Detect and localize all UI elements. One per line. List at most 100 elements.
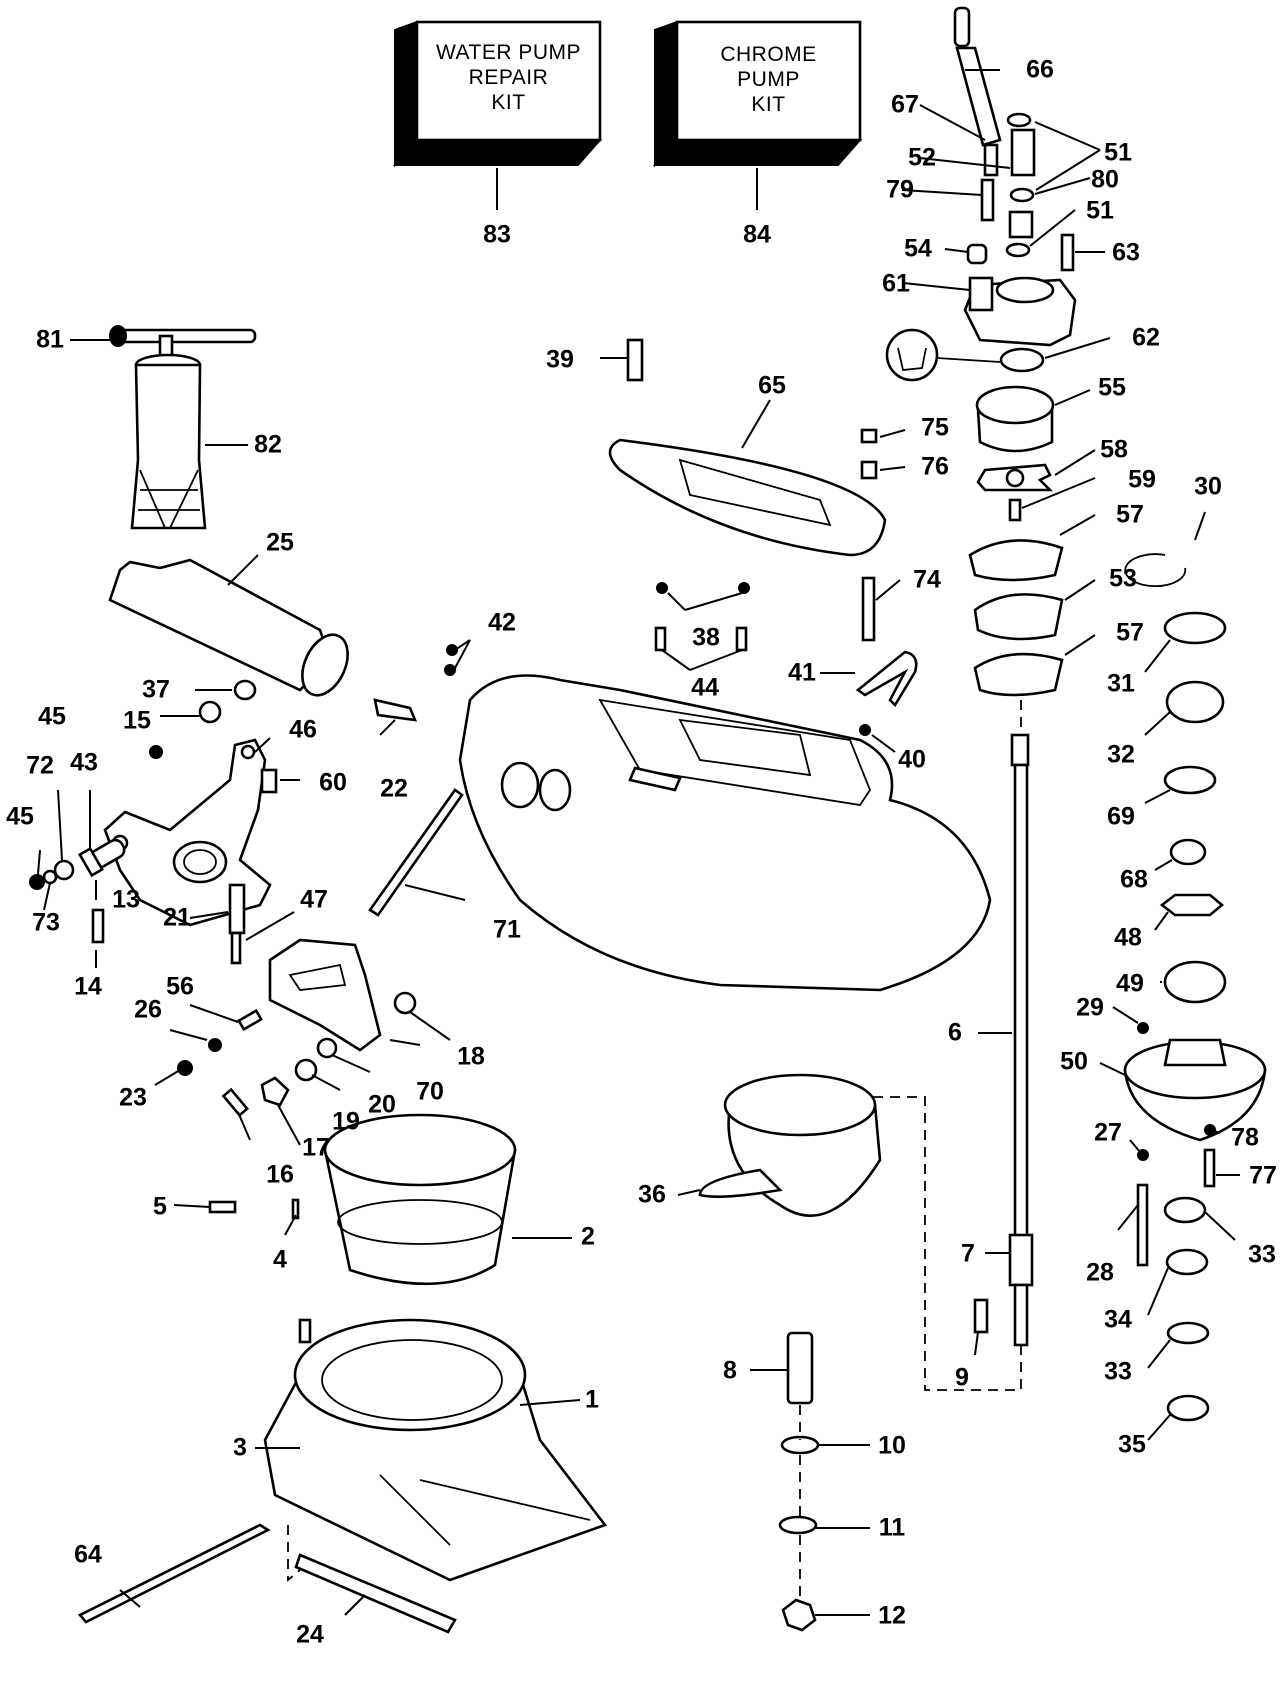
pin-part-60	[260, 768, 278, 794]
callout-28: 28	[1086, 1258, 1114, 1287]
grommet-part-67	[983, 143, 999, 177]
callout-1: 1	[585, 1385, 599, 1414]
callout-54: 54	[904, 234, 932, 263]
callout-2: 2	[581, 1222, 595, 1251]
key-part-22	[373, 698, 418, 722]
callout-15: 15	[123, 706, 151, 735]
washer-part-72	[53, 859, 75, 881]
stud-part-15	[198, 700, 222, 724]
callout-32: 32	[1107, 740, 1135, 769]
plate-part-53	[973, 593, 1064, 641]
nut-part-12	[781, 1598, 817, 1632]
callout-52: 52	[908, 143, 936, 172]
callout-55: 55	[1098, 373, 1126, 402]
screw-part-5	[208, 1200, 237, 1214]
callout-14: 14	[74, 972, 102, 1001]
callout-34: 34	[1104, 1305, 1132, 1334]
grease-tube-part	[109, 325, 257, 530]
bolt-part-39	[626, 338, 644, 382]
callout-81: 81	[36, 325, 64, 354]
callout-40: 40	[898, 745, 926, 774]
impeller-part-36	[698, 1073, 882, 1217]
callout-72: 72	[26, 751, 54, 780]
seal-part-32	[1165, 680, 1225, 724]
key-part-59	[1008, 498, 1022, 522]
callout-4: 4	[273, 1245, 287, 1274]
callout-36: 36	[638, 1180, 666, 1209]
callout-62: 62	[1132, 323, 1160, 352]
callout-44: 44	[691, 673, 719, 702]
callout-63: 63	[1112, 238, 1140, 267]
screw-part-63	[1060, 233, 1075, 272]
callout-18: 18	[457, 1042, 485, 1071]
callout-20: 20	[368, 1090, 396, 1119]
oring-part-51a	[1006, 112, 1032, 128]
tube-part-66	[955, 46, 1002, 147]
callout-31: 31	[1107, 669, 1135, 698]
callout-26: 26	[134, 995, 162, 1024]
chrome-pump-kit-label: CHROME PUMP KIT	[720, 43, 817, 116]
plate-part-65	[608, 438, 887, 557]
callout-51a: 51	[1104, 138, 1132, 167]
oring-part-80	[1009, 187, 1035, 203]
ring-part-33b	[1166, 1321, 1210, 1345]
oring-part-31	[1163, 611, 1227, 645]
callout-38: 38	[692, 623, 720, 652]
callout-45b: 45	[6, 802, 34, 831]
callout-46: 46	[289, 715, 317, 744]
tube-part-25	[108, 558, 349, 697]
callout-74: 74	[913, 565, 941, 594]
bushing-part-34	[1165, 1248, 1209, 1276]
callout-84: 84	[743, 220, 771, 249]
callout-21: 21	[163, 903, 191, 932]
oring-part-51b	[1005, 242, 1031, 258]
rod-part-64	[77, 1523, 271, 1624]
callout-29: 29	[1076, 993, 1104, 1022]
callout-7: 7	[961, 1239, 975, 1268]
washer-part-68	[1169, 838, 1207, 866]
seal-part-69	[1163, 765, 1217, 795]
nut-part-42a	[446, 644, 458, 656]
clip-part-23	[177, 1060, 193, 1076]
callout-82: 82	[254, 430, 282, 459]
tube-part-66a	[953, 6, 971, 48]
bolt-part-43	[78, 846, 104, 878]
callout-27: 27	[1094, 1118, 1122, 1147]
dashed-assembly-line	[800, 1096, 1022, 1391]
callout-22: 22	[380, 774, 408, 803]
seal-detail-circle	[885, 328, 939, 382]
gearcase-housing-part	[458, 674, 992, 992]
callout-3: 3	[233, 1433, 247, 1462]
callout-16: 16	[266, 1160, 294, 1189]
callout-25: 25	[266, 528, 294, 557]
screw-part-77	[1203, 1148, 1216, 1188]
callout-17: 17	[302, 1133, 330, 1162]
callout-71: 71	[493, 915, 521, 944]
callout-59: 59	[1128, 465, 1156, 494]
pin-part-4	[291, 1198, 300, 1220]
callout-79: 79	[886, 175, 914, 204]
callout-83: 83	[483, 220, 511, 249]
retaining-ring-part-30	[1124, 553, 1187, 587]
washer-part-78	[1204, 1124, 1216, 1136]
bolt-part-74	[861, 576, 876, 642]
pump-housing-part-61	[963, 276, 1077, 347]
leader-lines	[37, 69, 1240, 1616]
callout-75: 75	[921, 413, 949, 442]
shim-part-48	[1159, 893, 1225, 917]
callout-68: 68	[1120, 865, 1148, 894]
callout-67: 67	[891, 90, 919, 119]
callout-19: 19	[332, 1107, 360, 1136]
callout-43: 43	[70, 748, 98, 777]
screw-part-14	[91, 908, 105, 944]
drive-shaft-part-6	[1008, 700, 1034, 1347]
callout-48: 48	[1114, 923, 1142, 952]
bar-part-24	[294, 1553, 457, 1634]
callout-58: 58	[1100, 435, 1128, 464]
washer-part-19	[294, 1058, 318, 1082]
key-part-9	[973, 1298, 989, 1334]
callout-49: 49	[1116, 969, 1144, 998]
nut-part-45	[29, 874, 45, 890]
gasket-part-57b	[973, 652, 1064, 697]
